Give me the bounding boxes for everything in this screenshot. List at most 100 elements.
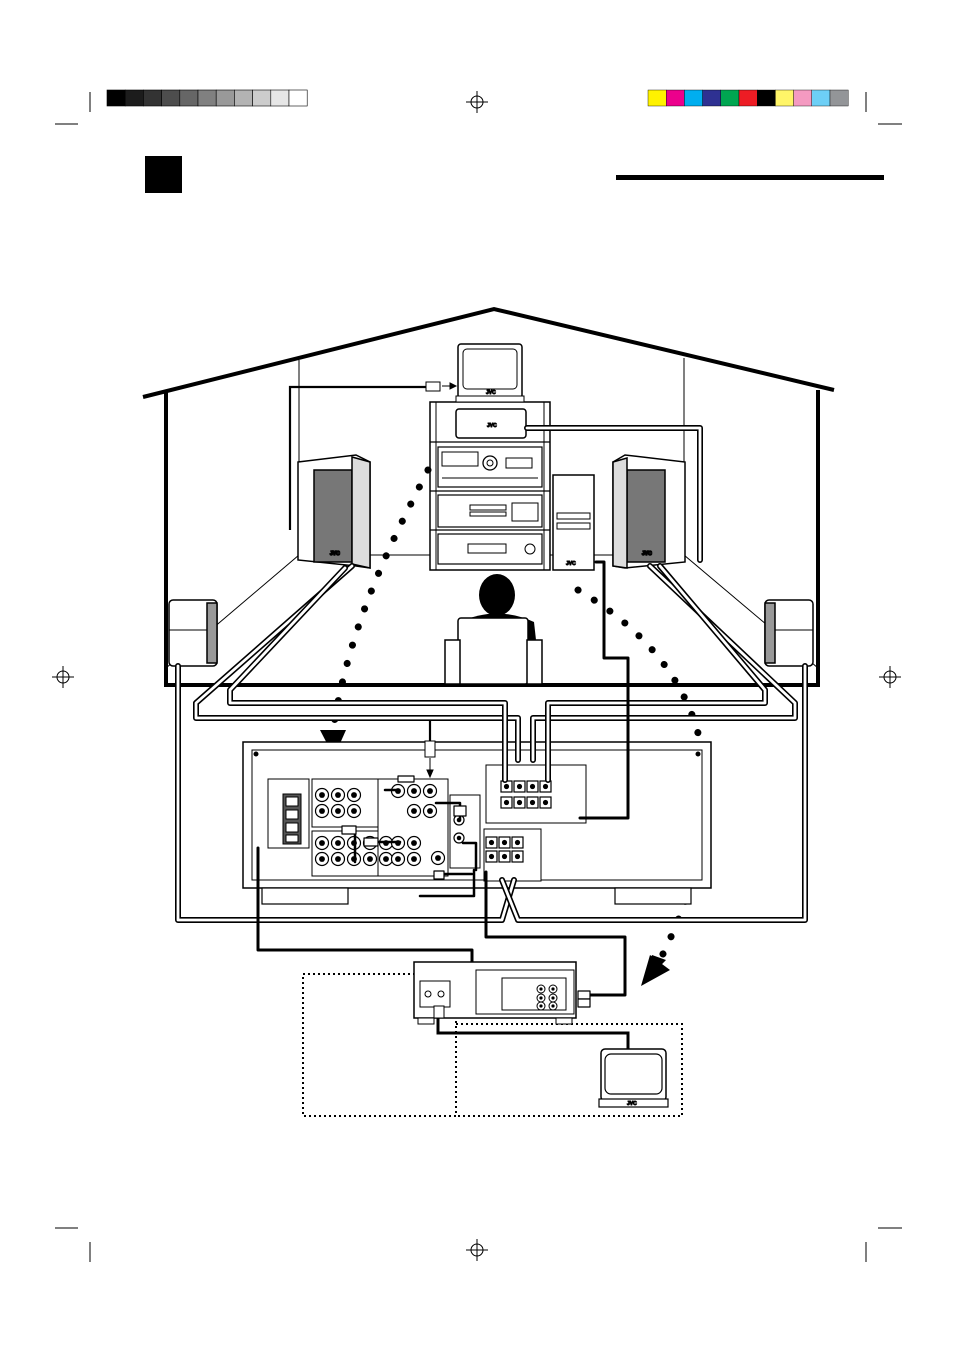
rca-jack-pin bbox=[383, 856, 389, 862]
speaker-terminal-screw bbox=[489, 840, 494, 845]
registration-mark-top-icon bbox=[466, 91, 488, 113]
video-cable-tv bbox=[290, 387, 430, 752]
speaker-fl-brand-label: JVC bbox=[330, 551, 340, 557]
receiver-front bbox=[438, 447, 542, 487]
color-swatch bbox=[794, 90, 812, 106]
gray-swatch bbox=[180, 90, 198, 106]
rca-jack-pin bbox=[395, 856, 401, 862]
speaker-terminal-screw bbox=[502, 840, 507, 845]
rca-jack-pin bbox=[351, 792, 357, 798]
rca-jack-pin bbox=[367, 856, 373, 862]
color-swatch bbox=[739, 90, 757, 106]
rca-jack-pin bbox=[335, 808, 341, 814]
gray-swatch bbox=[253, 90, 271, 106]
speaker-terminal-screw bbox=[543, 800, 548, 805]
vcr-jack-pin bbox=[539, 1004, 542, 1007]
gray-swatch bbox=[162, 90, 180, 106]
rca-jack-pin bbox=[411, 788, 417, 794]
speaker-terminal-screw bbox=[502, 854, 507, 859]
vcr-output-plug-icon bbox=[434, 1006, 444, 1018]
speaker-terminal-screw bbox=[517, 800, 522, 805]
gray-swatch bbox=[125, 90, 143, 106]
rca-jack-pin bbox=[335, 856, 341, 862]
color-swatch bbox=[812, 90, 830, 106]
cable-plug bbox=[342, 826, 356, 834]
cable-plug bbox=[578, 991, 590, 999]
vcr-jack-pin bbox=[539, 987, 542, 990]
section-marker-icon bbox=[145, 156, 182, 193]
gray-swatch bbox=[234, 90, 252, 106]
speaker-surround-right bbox=[765, 600, 813, 666]
speaker-terminal-screw bbox=[504, 784, 509, 789]
color-swatch bbox=[757, 90, 775, 106]
rca-jack-pin bbox=[319, 840, 325, 846]
vcr-jack-pin bbox=[539, 996, 542, 999]
speaker-surround-left bbox=[169, 600, 217, 666]
subwoofer: JVC bbox=[553, 475, 594, 570]
gray-swatch bbox=[271, 90, 289, 106]
cd-deck bbox=[438, 495, 542, 527]
speaker-terminal-screw bbox=[489, 854, 494, 859]
header-rule bbox=[616, 175, 884, 180]
color-swatch bbox=[703, 90, 721, 106]
rca-jack-pin bbox=[351, 808, 357, 814]
rca-jack-pin bbox=[435, 855, 441, 861]
vcr-jack-pin bbox=[551, 1004, 554, 1007]
speaker-terminal-screw bbox=[530, 784, 535, 789]
rca-jack-pin bbox=[427, 808, 433, 814]
gray-swatch bbox=[107, 90, 125, 106]
rca-jack-pin bbox=[335, 840, 341, 846]
gray-swatch bbox=[216, 90, 234, 106]
registration-mark-right-icon bbox=[879, 666, 901, 688]
color-swatch bbox=[666, 90, 684, 106]
subwoofer-brand-label: JVC bbox=[566, 561, 576, 567]
color-swatch bbox=[684, 90, 702, 106]
color-calibration-strip bbox=[648, 90, 848, 106]
cable-plug bbox=[398, 776, 414, 782]
speaker-fr-brand-label: JVC bbox=[642, 551, 652, 557]
color-swatch bbox=[830, 90, 848, 106]
speaker-terminal-screw bbox=[543, 784, 548, 789]
rca-jack-pin bbox=[319, 808, 325, 814]
monitor-tv: JVC bbox=[599, 1049, 668, 1107]
rca-jack-pin bbox=[457, 836, 462, 841]
vcr-jack-pin bbox=[551, 996, 554, 999]
antenna-terminal-block bbox=[283, 794, 301, 844]
gray-swatch bbox=[198, 90, 216, 106]
speaker-terminal-screw bbox=[517, 784, 522, 789]
rca-jack-pin bbox=[411, 808, 417, 814]
rca-jack-pin bbox=[319, 792, 325, 798]
color-swatch bbox=[775, 90, 793, 106]
cable-plug bbox=[434, 871, 444, 879]
center-unit-brand-label: JVC bbox=[487, 423, 497, 429]
speaker-terminal-screw bbox=[515, 854, 520, 859]
video-plug-tv-icon bbox=[426, 382, 456, 391]
monitor-brand-label: JVC bbox=[627, 1101, 637, 1107]
rca-jack-pin bbox=[319, 856, 325, 862]
listener bbox=[445, 574, 542, 684]
gray-swatch bbox=[143, 90, 161, 106]
cable-plug bbox=[364, 838, 378, 846]
rca-jack-pin bbox=[427, 788, 433, 794]
speaker-front-right: JVC bbox=[613, 455, 685, 568]
center-unit: JVC bbox=[456, 409, 526, 438]
rca-jack-pin bbox=[335, 792, 341, 798]
cable-plug bbox=[578, 999, 590, 1007]
arrow-right-head-icon bbox=[641, 955, 670, 986]
speaker-terminal-screw bbox=[515, 840, 520, 845]
gray-swatch bbox=[289, 90, 307, 106]
vcr-jack-pin bbox=[551, 987, 554, 990]
rca-jack-pin bbox=[411, 856, 417, 862]
registration-mark-left-icon bbox=[52, 666, 74, 688]
registration-mark-bottom-icon bbox=[466, 1239, 488, 1261]
vcr-rack bbox=[438, 534, 542, 564]
receiver-rear-panel bbox=[243, 742, 711, 904]
color-swatch bbox=[721, 90, 739, 106]
cable-plug bbox=[454, 806, 466, 816]
color-swatch bbox=[648, 90, 666, 106]
tv-main: JVC bbox=[456, 344, 524, 402]
speaker-terminal-screw bbox=[530, 800, 535, 805]
tv-brand-label: JVC bbox=[486, 390, 496, 396]
speaker-terminal-screw bbox=[504, 800, 509, 805]
